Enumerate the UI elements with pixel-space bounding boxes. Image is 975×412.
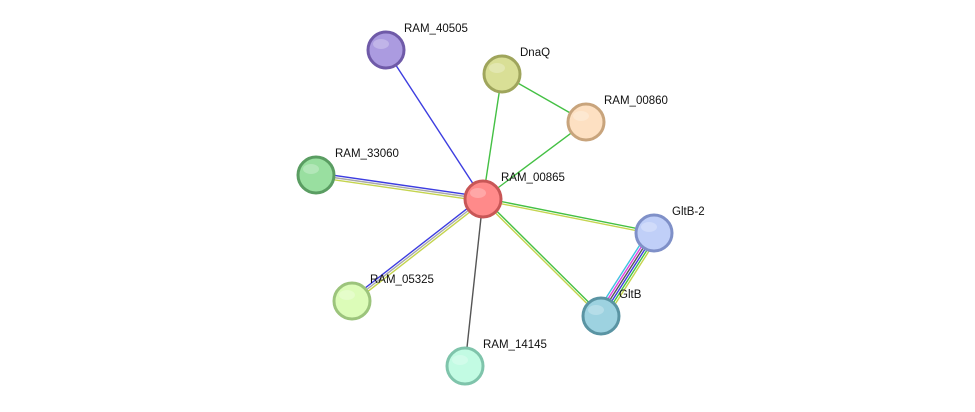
edge-line [483, 197, 655, 233]
node-label: GltB [619, 289, 642, 301]
node-circle[interactable] [366, 30, 406, 70]
node-label: DnaQ [520, 47, 550, 59]
edge-ram-00865-gltb[interactable] [481, 197, 603, 318]
node-highlight [470, 188, 486, 198]
edge-line [385, 49, 484, 200]
node-circle[interactable] [566, 102, 606, 142]
edge-line [482, 73, 503, 200]
node-gltb[interactable]: GltB [581, 289, 642, 336]
node-label: GltB-2 [672, 206, 705, 218]
edge-ram-00865-ram-14145[interactable] [464, 198, 484, 367]
node-dnaq[interactable]: DnaQ [482, 47, 550, 94]
node-label: RAM_14145 [483, 339, 547, 351]
node-circle[interactable] [482, 54, 522, 94]
edge-line [482, 121, 587, 200]
edge-line [315, 176, 483, 202]
edge-line [481, 199, 601, 318]
edge-line [482, 199, 654, 235]
edge-line [315, 174, 484, 200]
node-ram-00860[interactable]: RAM_00860 [566, 95, 668, 142]
node-highlight [588, 305, 604, 315]
node-label: RAM_00860 [604, 95, 668, 107]
node-circle[interactable] [634, 213, 674, 253]
edge-ram-00865-ram-00860[interactable] [482, 121, 587, 200]
edge-ram-00865-dnaq[interactable] [482, 73, 503, 200]
node-highlight [339, 290, 355, 300]
node-circle[interactable] [296, 155, 336, 195]
node-gltb-2[interactable]: GltB-2 [634, 206, 705, 253]
node-ram-00865[interactable]: RAM_00865 [463, 172, 565, 219]
node-circle[interactable] [445, 346, 485, 386]
node-label: RAM_33060 [335, 148, 399, 160]
edge-ram-00865-gltb-2[interactable] [482, 197, 655, 235]
edge-line [351, 198, 484, 302]
node-circle[interactable] [332, 281, 372, 321]
node-ram-05325[interactable]: RAM_05325 [332, 274, 434, 321]
node-highlight [303, 164, 319, 174]
node-circle[interactable] [581, 296, 621, 336]
edge-line [350, 196, 483, 300]
edge-line [316, 172, 484, 198]
edge-line [352, 200, 485, 304]
edge-ram-00865-ram-33060[interactable] [315, 172, 484, 202]
node-highlight [573, 111, 589, 121]
node-label: RAM_05325 [370, 274, 434, 286]
edge-ram-00865-ram-05325[interactable] [350, 196, 485, 304]
node-ram-33060[interactable]: RAM_33060 [296, 148, 399, 195]
node-label: RAM_00865 [501, 172, 565, 184]
edge-line [464, 198, 484, 367]
edge-line [483, 197, 603, 316]
edge-ram-00865-ram-40505[interactable] [385, 49, 484, 200]
node-highlight [641, 222, 657, 232]
node-ram-40505[interactable]: RAM_40505 [366, 23, 468, 70]
node-circle[interactable] [463, 179, 503, 219]
node-label: RAM_40505 [404, 23, 468, 35]
edges-layer [315, 49, 660, 367]
node-highlight [373, 39, 389, 49]
node-highlight [489, 63, 505, 73]
node-ram-14145[interactable]: RAM_14145 [445, 339, 547, 386]
node-highlight [452, 355, 468, 365]
